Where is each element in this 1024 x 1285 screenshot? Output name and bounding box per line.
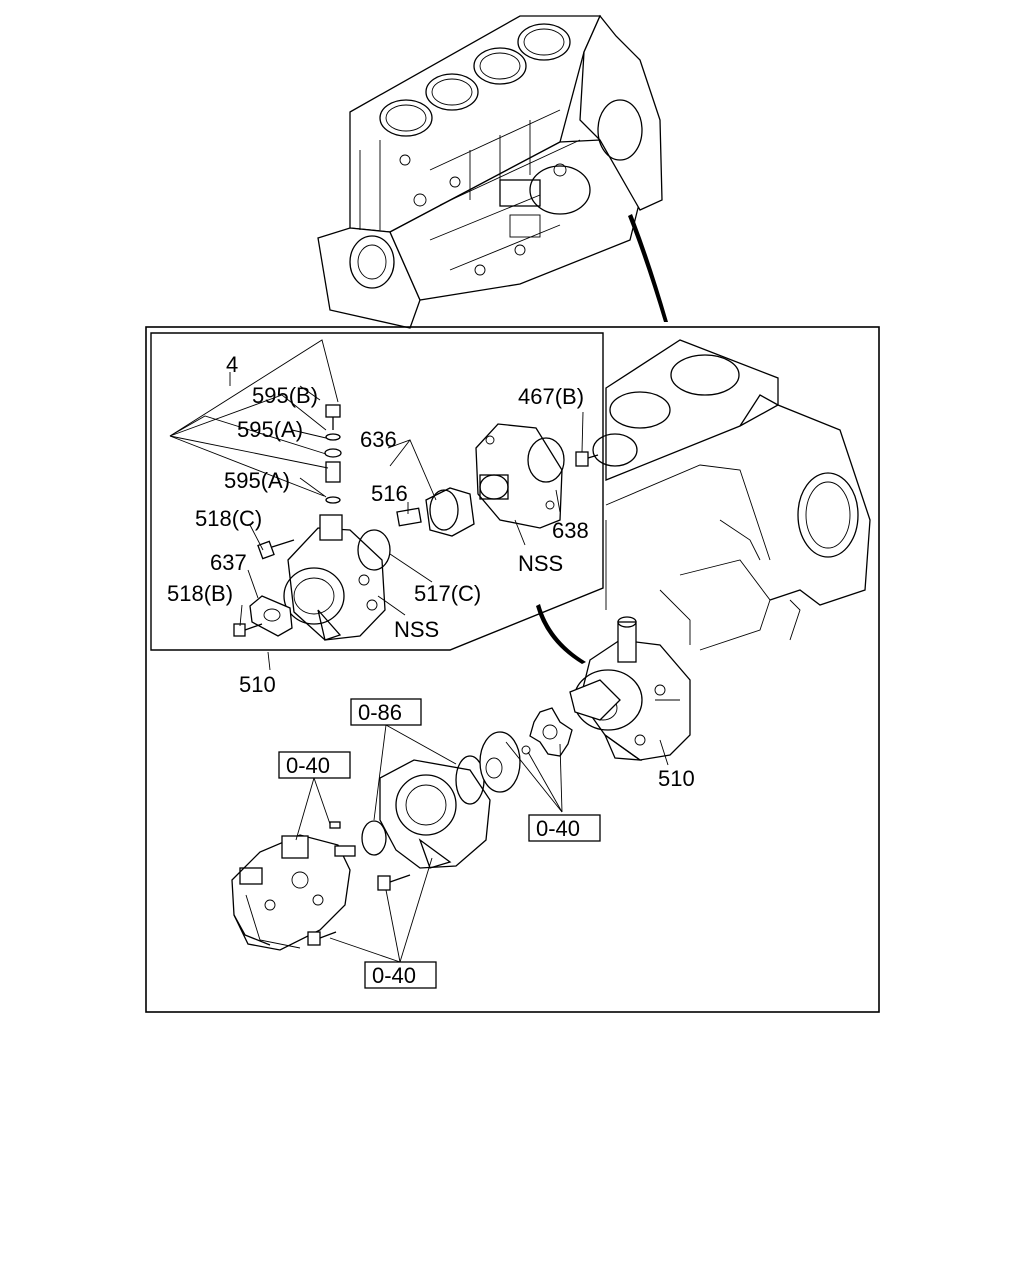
- callout-4: 4: [226, 352, 238, 377]
- callout-638: 638: [552, 518, 589, 543]
- callout-517c: 517(C): [414, 581, 481, 606]
- callout-467b: 467(B): [518, 384, 584, 409]
- callout-595a-lower: 595(A): [224, 468, 290, 493]
- callout-518b: 518(B): [167, 581, 233, 606]
- callout-595b: 595(B): [252, 383, 318, 408]
- callout-0-40-left: 0-40: [286, 753, 330, 778]
- callout-0-40-bottom: 0-40: [372, 963, 416, 988]
- callout-516: 516: [371, 481, 408, 506]
- detail-frame: [145, 326, 880, 1013]
- callout-nss-upper: NSS: [518, 551, 563, 576]
- engine-block-illustration: [317, 14, 668, 329]
- injection-pump-assembly-illustration: [231, 707, 573, 951]
- callout-510-left: 510: [239, 672, 276, 697]
- callout-637: 637: [210, 550, 247, 575]
- exploded-view-panel: [150, 332, 604, 651]
- lower-leader-lines: [295, 724, 563, 963]
- leader-lines: [169, 339, 669, 766]
- callout-510-right: 510: [658, 766, 695, 791]
- callout-nss-lower: NSS: [394, 617, 439, 642]
- callout-595a-upper: 595(A): [237, 417, 303, 442]
- callout-636: 636: [360, 427, 397, 452]
- vacuum-pump-assembly-illustration: [536, 604, 691, 761]
- exploded-parts-illustration: [233, 404, 599, 641]
- block-section-illustration: [592, 339, 871, 651]
- callout-0-86: 0-86: [358, 700, 402, 725]
- callout-518c: 518(C): [195, 506, 262, 531]
- callout-0-40-right: 0-40: [536, 816, 580, 841]
